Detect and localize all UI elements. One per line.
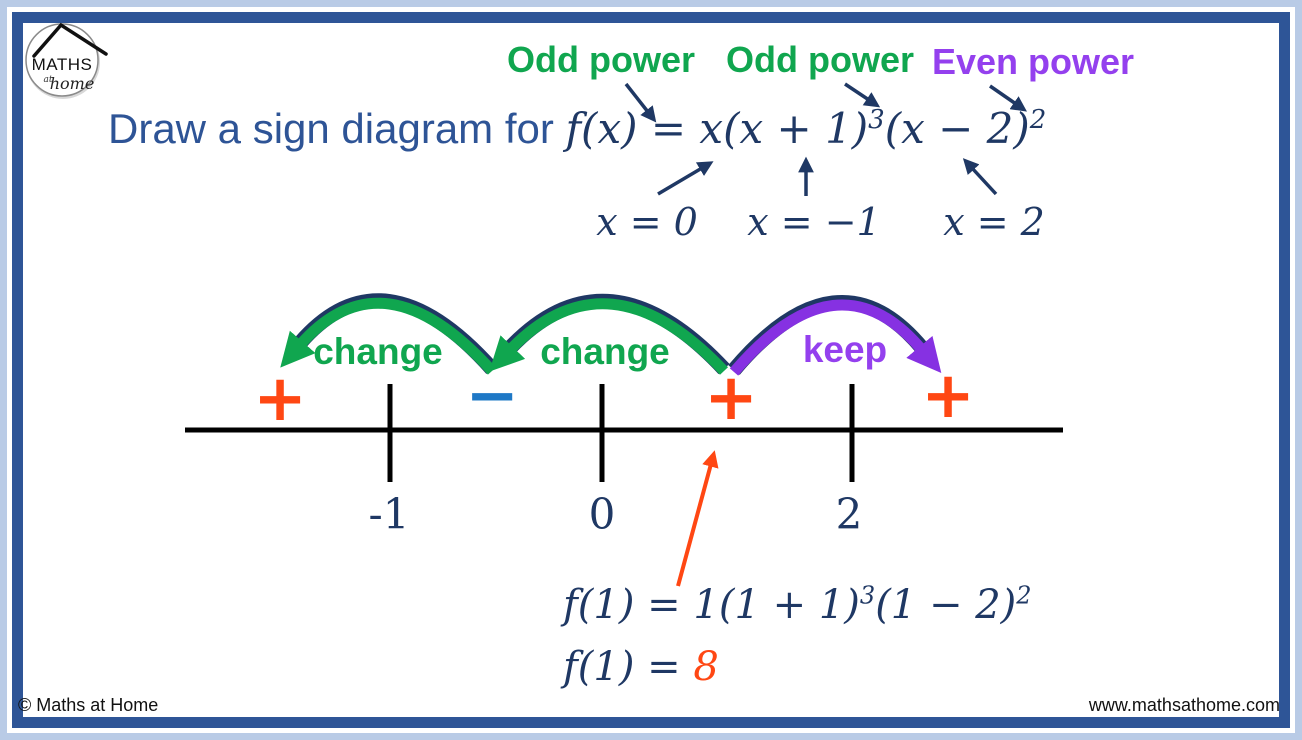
sign-plus-region4: + <box>921 359 975 433</box>
sign-plus-region1: + <box>253 362 307 436</box>
copyright-text: © Maths at Home <box>18 695 159 715</box>
problem-title: Draw a sign diagram for f(x) = x(x + 1)3… <box>108 104 1046 153</box>
eval-part2: (1 − 2) <box>875 582 1017 628</box>
power-label-odd-1: Odd power <box>507 39 695 80</box>
logo-text-home: home <box>50 74 95 93</box>
equation-exponent-2: 2 <box>1029 105 1047 135</box>
tick-label-minus1: -1 <box>368 489 410 539</box>
equation: f(x) = x(x + 1)3(x − 2)2 <box>566 104 1047 153</box>
power-label-even: Even power <box>931 41 1135 82</box>
equation-part2: (x − 2) <box>884 104 1030 153</box>
arc-label-keep: keep <box>802 329 888 370</box>
root-x-equals-minus1: x = −1 <box>747 200 881 244</box>
arc-label-change-2: change <box>540 331 670 372</box>
equation-part1: f(x) = x(x + 1) <box>565 104 869 153</box>
eval-line2-prefix: f(1) = <box>563 644 694 690</box>
evaluation-line2: f(1) = 8 <box>563 644 719 690</box>
logo-text-at: at <box>44 75 53 85</box>
eval-part1: f(1) = 1(1 + 1) <box>563 582 860 628</box>
logo-text-maths: MATHS <box>32 55 93 74</box>
root-x-equals-2: x = 2 <box>943 200 1045 244</box>
website-text: www.mathsathome.com <box>1088 695 1280 715</box>
equation-exponent-3: 3 <box>868 105 885 135</box>
maths-at-home-logo: MATHS at home <box>25 22 108 99</box>
arc-label-change-1: change <box>313 331 443 372</box>
roof-icon <box>32 22 108 58</box>
eval-result-value: 8 <box>693 644 719 690</box>
title-prefix: Draw a sign diagram for <box>108 105 566 152</box>
root-x-equals-0: x = 0 <box>596 200 698 244</box>
power-label-odd-2: Odd power <box>726 39 914 80</box>
evaluation-line1: f(1) = 1(1 + 1)3(1 − 2)2 <box>563 582 1032 628</box>
sign-minus-region2: − <box>465 359 519 433</box>
eval-exponent-2: 2 <box>1016 581 1032 610</box>
tick-label-0: 0 <box>588 489 616 539</box>
tick-label-2: 2 <box>835 489 863 539</box>
sign-plus-region3: + <box>704 361 758 435</box>
eval-exponent-3: 3 <box>859 581 876 610</box>
